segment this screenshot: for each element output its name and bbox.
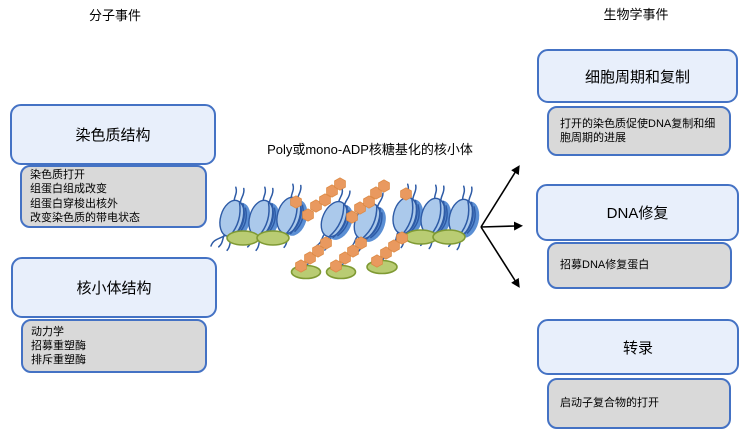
biological-events-title: 生物学事件 <box>603 7 669 22</box>
dna-repair-heading: DNA修复 <box>606 205 669 222</box>
chromatin-structure-heading-box: 染色质结构 <box>10 104 216 165</box>
arrow-to-cell-cycle <box>480 165 520 228</box>
arrows-to-biological-events <box>480 165 523 288</box>
detail-line: 组蛋白组成改变 <box>30 183 107 196</box>
center-nucleosome-label: Poly或mono-ADP核糖基化的核小体 <box>267 142 473 157</box>
transcription-heading-box: 转录 <box>537 319 739 375</box>
cell-cycle-heading: 细胞周期和复制 <box>584 68 690 86</box>
detail-line: 排斥重塑酶 <box>31 354 86 367</box>
detail-line: 组蛋白穿梭出核外 <box>30 197 118 210</box>
transcription-heading: 转录 <box>622 339 653 357</box>
chromatin-structure-details-box: 染色质打开组蛋白组成改变组蛋白穿梭出核外改变染色质的带电状态 <box>20 165 207 228</box>
molecular-events-title: 分子事件 <box>88 8 141 23</box>
arrow-to-transcription <box>480 226 520 288</box>
cell-cycle-heading-box: 细胞周期和复制 <box>537 49 738 103</box>
dna-repair-heading-box: DNA修复 <box>536 184 739 241</box>
linker-green-particles <box>226 229 466 280</box>
nucleosome-structure-heading: 核小体结构 <box>76 280 152 297</box>
arrow-to-dna-repair <box>480 221 523 231</box>
cell-cycle-details-box: 打开的染色质促使DNA复制和细胞周期的进展 <box>547 106 731 156</box>
nucleosome-structure-details-box: 动力学招募重塑酶排斥重塑酶 <box>21 319 207 373</box>
par-single-units <box>290 187 412 209</box>
chromatin-structure-heading: 染色质结构 <box>75 127 151 144</box>
detail-line: 动力学 <box>31 325 64 338</box>
detail-line: 招募重塑酶 <box>31 339 86 352</box>
detail-line: 招募DNA修复蛋白 <box>560 259 650 272</box>
detail-line: 启动子复合物的打开 <box>560 397 659 410</box>
detail-line: 打开的染色质促使DNA复制和细胞周期的进展 <box>560 117 716 144</box>
dna-repair-details-box: 招募DNA修复蛋白 <box>547 242 732 289</box>
transcription-details-box: 启动子复合物的打开 <box>547 378 731 429</box>
detail-line: 染色质打开 <box>30 169 85 182</box>
detail-line: 改变染色质的带电状态 <box>30 211 140 224</box>
nucleosome-structure-heading-box: 核小体结构 <box>11 257 217 318</box>
